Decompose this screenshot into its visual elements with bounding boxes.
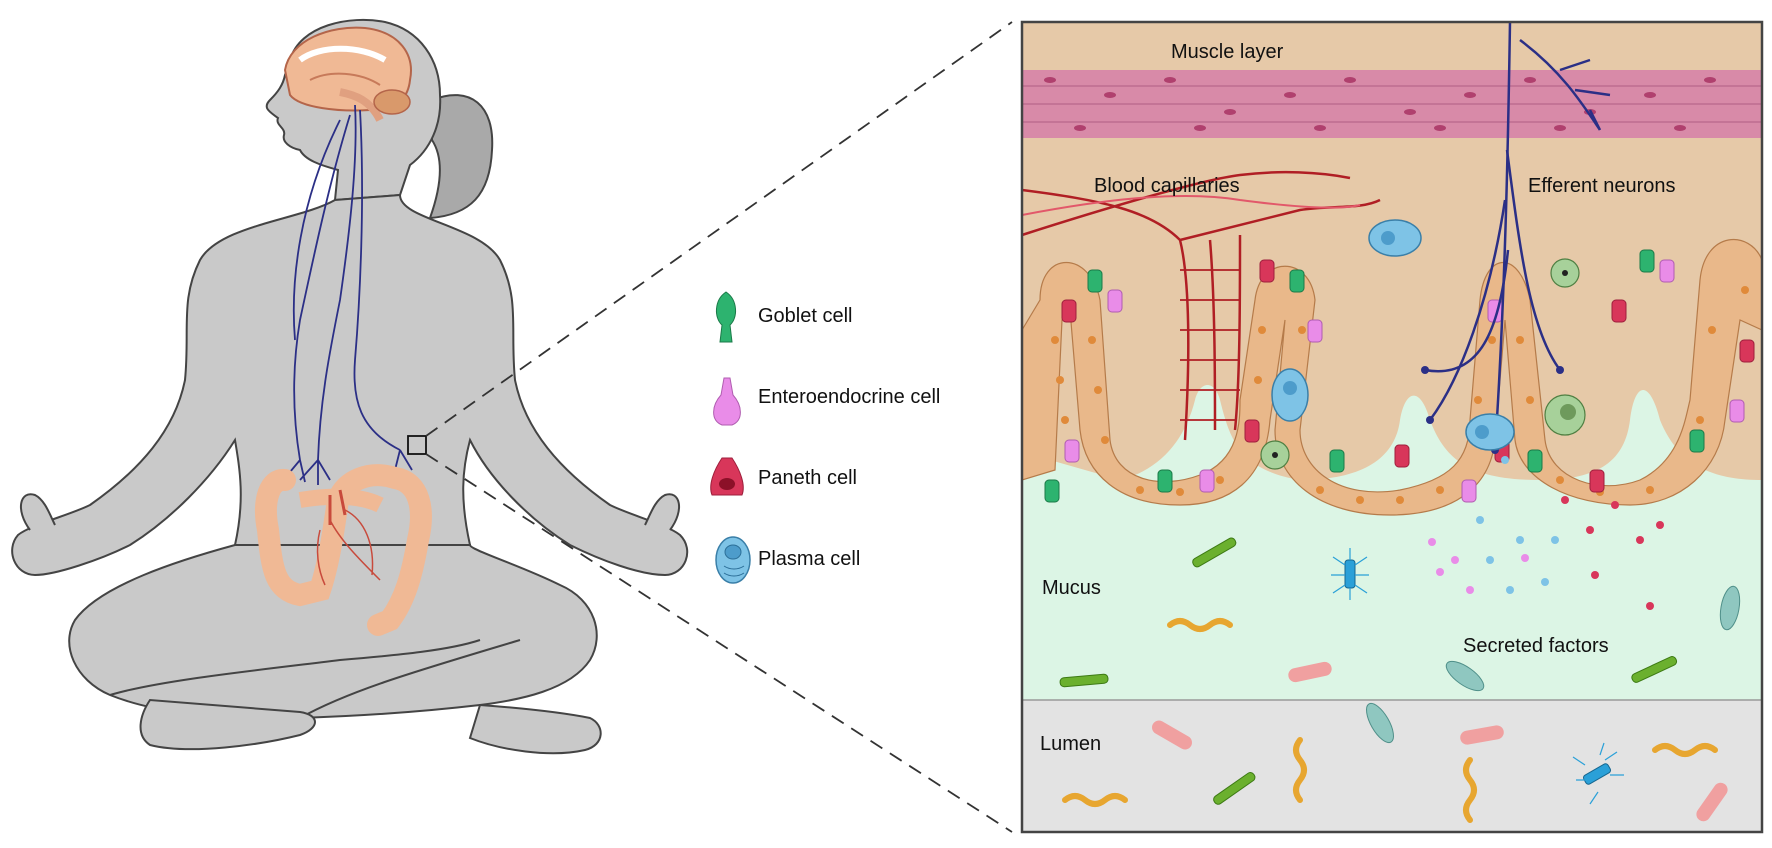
torso xyxy=(11,193,689,577)
paneth-cell-icon xyxy=(710,457,744,496)
goblet-cell-icon xyxy=(716,291,736,343)
legend-item-goblet: Goblet cell xyxy=(716,291,853,343)
zoom-box xyxy=(407,435,427,455)
colon xyxy=(255,464,432,636)
plasma-cell-icon xyxy=(715,536,751,584)
left-hand xyxy=(20,493,56,531)
bacteria xyxy=(1059,537,1741,823)
efferent-neurons xyxy=(1424,22,1611,451)
left-foot xyxy=(139,698,316,751)
zoom-lines xyxy=(425,21,1013,833)
legend-label-paneth: Paneth cell xyxy=(758,467,857,489)
label-blood-capillaries: Blood capillaries xyxy=(1094,175,1240,197)
legend-item-paneth: Paneth cell xyxy=(710,457,857,496)
tissue-panel-border xyxy=(1020,20,1764,834)
right-foot xyxy=(468,703,602,755)
legend: Goblet cell Enteroendocrine cell Paneth … xyxy=(710,291,940,584)
lumen-region xyxy=(1022,700,1762,832)
mucus-layer xyxy=(1022,385,1762,702)
brain xyxy=(283,26,412,122)
label-lumen: Lumen xyxy=(1040,733,1101,755)
blood-capillaries xyxy=(1022,170,1381,441)
label-efferent-neurons: Efferent neurons xyxy=(1528,175,1676,197)
enteroendocrine-cell-icon xyxy=(713,377,741,426)
label-muscle-layer: Muscle layer xyxy=(1171,41,1284,63)
epithelial-nuclei xyxy=(1051,286,1749,504)
nerve-pathways xyxy=(284,104,413,485)
legs xyxy=(68,544,598,720)
legend-label-goblet: Goblet cell xyxy=(758,305,853,327)
secreted-factors-dots xyxy=(1428,456,1664,610)
legend-item-plasma: Plasma cell xyxy=(715,536,860,584)
legend-label-plasma: Plasma cell xyxy=(758,548,860,570)
human-figure xyxy=(11,18,689,755)
right-hand xyxy=(644,493,680,531)
muscle-band xyxy=(1022,70,1762,138)
label-secreted-factors: Secreted factors xyxy=(1463,635,1609,657)
ponytail xyxy=(428,94,494,220)
legend-label-enteroendocrine: Enteroendocrine cell xyxy=(758,386,940,408)
tissue-panel: Muscle layer Blood capillaries Efferent … xyxy=(1022,22,1762,832)
legend-item-enteroendocrine: Enteroendocrine cell xyxy=(713,377,940,426)
label-mucus: Mucus xyxy=(1042,577,1101,599)
